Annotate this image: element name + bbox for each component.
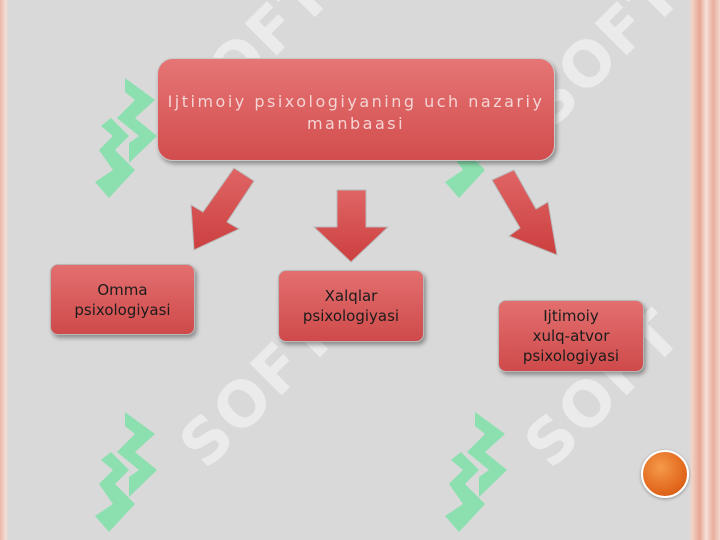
diagram-node-xalqlar: Xalqlar psixologiyasi <box>278 270 424 342</box>
arrow-right <box>491 169 558 256</box>
arrow-left <box>190 167 255 251</box>
slide-left-border <box>0 0 9 540</box>
decorative-orange-circle <box>641 450 689 498</box>
diagram-node-ijtimoiy-xulq: Ijtimoiy xulq-atvor psixologiyasi <box>498 300 644 372</box>
arrow-center <box>312 189 390 263</box>
diagram-root-node: Ijtimoiy psixologiyaning uch nazariy man… <box>157 58 555 161</box>
diagram-node-omma: Omma psixologiyasi <box>50 264 195 335</box>
slide-right-border <box>689 0 720 540</box>
